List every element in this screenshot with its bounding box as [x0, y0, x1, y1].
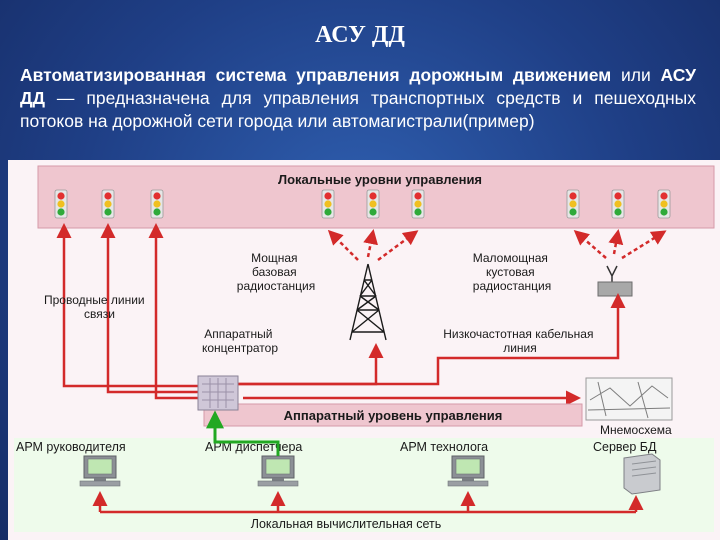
hardware-level-band: [203, 403, 583, 427]
traffic-light-icon: [411, 189, 425, 219]
traffic-light-icon: [611, 189, 625, 219]
local-level-label: Локальные уровни управления: [278, 172, 482, 187]
intro-paragraph: Автоматизированная система управления до…: [20, 64, 696, 133]
low-freq-cable-label: Низкочастотная кабельная линия: [443, 327, 597, 355]
lan-label: Локальная вычислительная сеть: [251, 517, 441, 531]
traffic-light-icon: [366, 189, 380, 219]
concentrator-icon: [197, 375, 239, 411]
radio-links: [327, 229, 667, 262]
low-power-radio-label: Маломощная кустовая радиостанция: [473, 251, 552, 293]
concentrator-label: Аппаратный концентратор: [202, 327, 278, 355]
lan-links: [92, 491, 644, 514]
diagram-svg: Локальные уровни управления Аппаратны: [14, 165, 715, 532]
traffic-light-icon: [101, 189, 115, 219]
computer-icon: [447, 455, 489, 487]
intro-abbr: АСУ ДД: [20, 65, 696, 108]
wired-lines-label: Проводные линии связи: [44, 293, 148, 321]
intro-or: или: [611, 65, 661, 85]
radio-tower-icon: [349, 263, 387, 341]
mnemo-map-icon: [585, 377, 673, 421]
powerful-radio-label: Мощная базовая радиостанция: [237, 251, 315, 293]
lan-zone: [14, 438, 714, 532]
low-freq-cable-link: [228, 293, 626, 386]
workstation-label-manager: АРМ руководителя: [16, 440, 126, 454]
antenna-box-icon: [597, 265, 633, 297]
diagram-panel: Локальные уровни управления Аппаратны: [8, 160, 720, 540]
slide-title: АСУ ДД: [315, 22, 405, 48]
traffic-light-icon: [54, 189, 68, 219]
hardware-level-label: Аппаратный уровень управления: [284, 408, 503, 423]
computer-icon: [257, 455, 299, 487]
traffic-light-icon: [657, 189, 671, 219]
wired-links: [56, 223, 198, 400]
traffic-light-icon: [566, 189, 580, 219]
server-icon: [623, 453, 661, 495]
intro-rest: — предназначена для управления транспорт…: [20, 88, 696, 131]
traffic-light-icon: [150, 189, 164, 219]
traffic-light-icon: [321, 189, 335, 219]
workstation-label-db-server: Сервер БД: [593, 440, 657, 454]
intro-term: Автоматизированная система управления до…: [20, 65, 612, 85]
mnemo-label: Мнемосхема: [600, 423, 672, 437]
dispatcher-link: [206, 410, 280, 456]
workstation-label-technologist: АРМ технолога: [400, 440, 488, 454]
computer-icon: [79, 455, 121, 487]
